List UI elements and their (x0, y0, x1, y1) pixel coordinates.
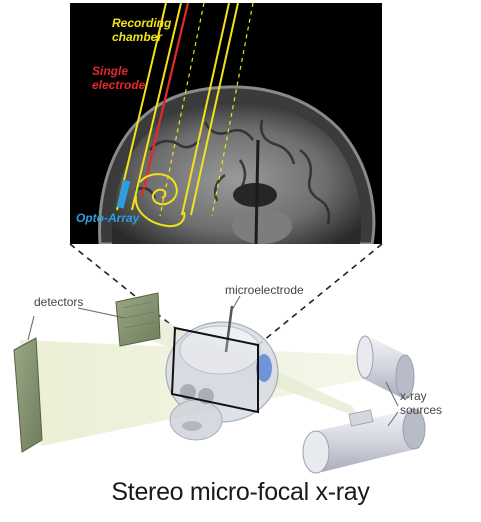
mri-panel: Recording chamber Single electrode Opto-… (70, 3, 382, 244)
xray-sources-label: x-ray sources (400, 389, 442, 417)
mri-thalamus (232, 208, 292, 244)
xray-setup: detectors microelectrode x-ray sources (14, 283, 442, 473)
figure-caption: Stereo micro-focal x-ray (0, 478, 481, 507)
mri-midline (256, 140, 258, 244)
detectors-label: detectors (34, 295, 83, 309)
opto-array-label: Opto-Array (76, 211, 141, 225)
microelectrode-label: microelectrode (225, 283, 304, 297)
xray-source-lower (303, 409, 425, 473)
mri-ventricle (233, 183, 277, 207)
detector-right (116, 293, 160, 346)
